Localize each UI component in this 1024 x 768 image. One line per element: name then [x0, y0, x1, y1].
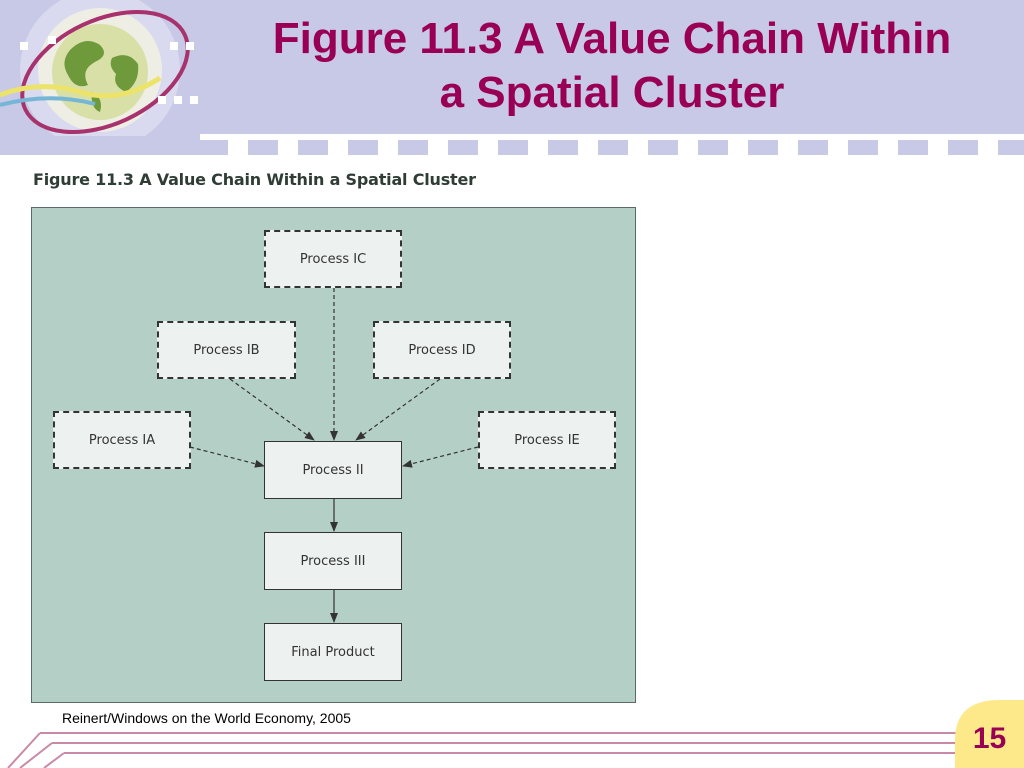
node-process-ii: Process II: [264, 441, 402, 499]
header-checker-strip: [200, 134, 1024, 155]
node-process-id: Process ID: [373, 321, 511, 379]
page-number: 15: [972, 722, 1007, 755]
source-citation: Reinert/Windows on the World Economy, 20…: [62, 710, 351, 726]
footer-decoration: [7, 700, 1024, 768]
node-final-product: Final Product: [264, 623, 402, 681]
figure-caption: Figure 11.3 A Value Chain Within a Spati…: [33, 170, 476, 189]
header-decoration: [0, 0, 1024, 155]
node-process-ia: Process IA: [53, 411, 191, 469]
slide-header: Figure 11.3 A Value Chain Within a Spati…: [0, 0, 1024, 155]
edge-ib-ii: [229, 378, 315, 441]
node-process-iii: Process III: [264, 532, 402, 590]
edge-id-ii: [355, 378, 441, 441]
diagram-connectors: [189, 288, 479, 623]
globe-logo-icon: [0, 0, 190, 150]
node-process-ic: Process IC: [264, 230, 402, 288]
slide-title: Figure 11.3 A Value Chain Within a Spati…: [200, 12, 1024, 120]
page-number-badge: [955, 700, 1024, 768]
value-chain-diagram: Process IC Process IB Process ID Process…: [31, 207, 636, 703]
node-process-ie: Process IE: [478, 411, 616, 469]
edge-ie-ii: [402, 446, 479, 468]
edge-ia-ii: [189, 446, 265, 468]
slide-title-line2: a Spatial Cluster: [439, 68, 785, 117]
node-process-ib: Process IB: [157, 321, 296, 379]
slide-title-line1: Figure 11.3 A Value Chain Within: [272, 14, 952, 63]
